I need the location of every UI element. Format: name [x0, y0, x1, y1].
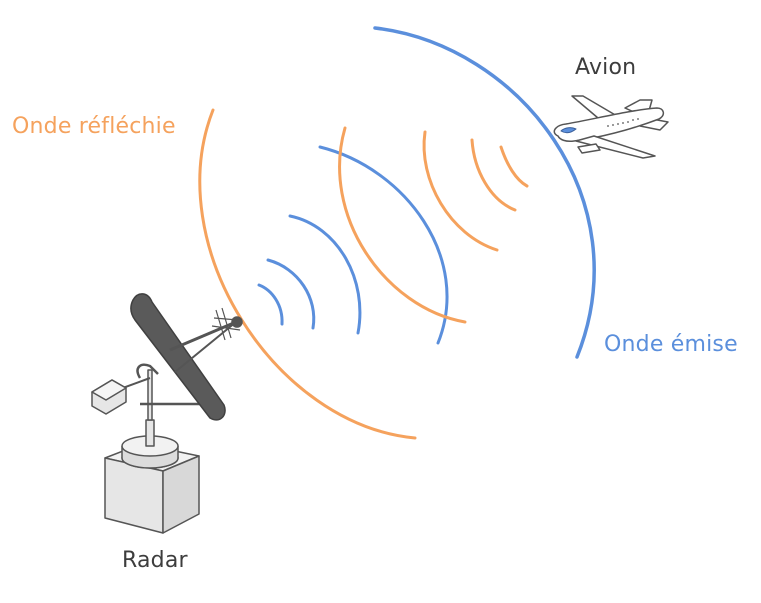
- emitted-waves: [257, 26, 596, 359]
- emitted-wave-4: [318, 145, 449, 345]
- emitted-wave-3: [288, 214, 362, 335]
- emitted-wave-1: [257, 283, 284, 326]
- radar-dish: [130, 293, 226, 421]
- airplane-icon: [553, 95, 669, 159]
- airplane-label: Avion: [575, 55, 637, 80]
- radar-label: Radar: [122, 548, 188, 573]
- radar-icon: [91, 293, 243, 534]
- reflected-wave-1: [499, 145, 529, 188]
- reflected-wave-label: Onde réfléchie: [12, 114, 176, 139]
- emitted-wave-2: [266, 258, 316, 330]
- emitted-wave-5: [373, 26, 596, 359]
- emitted-wave-label: Onde émise: [604, 332, 738, 357]
- reflected-waves: [198, 108, 529, 440]
- reflected-wave-2: [470, 138, 517, 212]
- reflected-wave-3: [422, 130, 499, 252]
- reflected-wave-4: [338, 126, 467, 324]
